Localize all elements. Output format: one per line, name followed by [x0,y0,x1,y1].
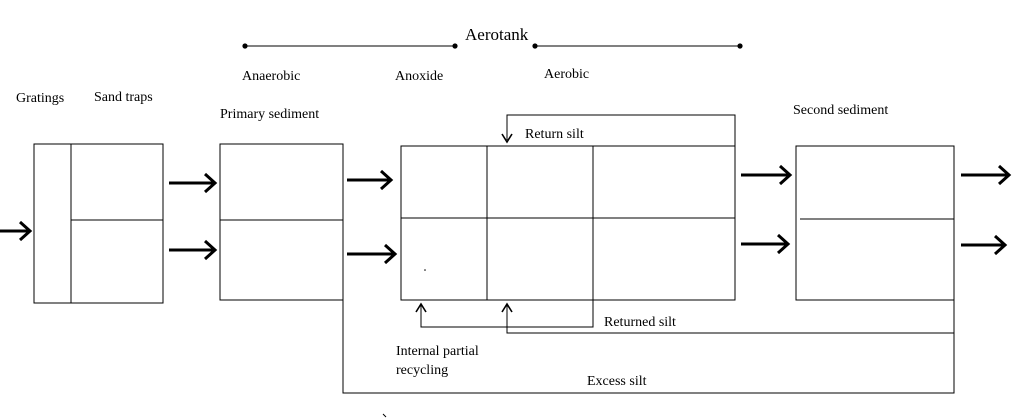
bracket-dot-4 [737,43,743,49]
arrow-to-second-upper [741,164,793,186]
bracket-dot-1 [242,43,248,49]
internal-recycling-arrowhead [415,302,427,313]
bracket-dot-3 [532,43,538,49]
second-sediment-label: Second sediment [793,103,888,118]
anoxide-label: Anoxide [395,69,443,84]
outlet-arrow-upper [961,164,1012,186]
aerobic-label: Aerobic [544,67,589,82]
flow-arrows [0,164,1012,265]
primary-sediment-label: Primary sediment [220,107,319,122]
stray-mark [382,413,387,418]
second-sediment-box [795,145,955,301]
arrow-to-aerotank-lower [347,243,398,265]
excess-silt-label: Excess silt [587,374,647,389]
stray-dot [424,269,426,271]
aerotank-block [400,145,736,301]
gratings-sand-traps-block [33,143,164,304]
sand-traps-label: Sand traps [94,90,153,105]
aerotank-bracket [242,43,743,49]
excess-silt-line [342,300,955,394]
inlet-arrow [0,220,33,242]
anaerobic-label: Anaerobic [242,69,300,84]
arrow-to-aerotank-upper [347,169,394,191]
returned-silt-line [501,300,955,334]
arrow-to-primary-upper [169,172,218,194]
second-sediment-block [795,145,955,301]
gratings-label: Gratings [16,91,64,106]
return-silt-arrowhead [501,133,513,144]
aerotank-box [400,145,736,301]
bracket-dot-2 [452,43,458,49]
returned-silt-label: Returned silt [604,315,676,330]
return-silt-label: Return silt [525,127,584,142]
gratings-sand-traps-box [33,143,164,304]
arrow-to-second-lower [741,233,791,255]
internal-recycling-line [415,300,594,328]
aerotank-label: Aerotank [465,25,529,44]
primary-sediment-block [219,143,344,301]
outlet-arrow-lower [961,234,1008,256]
internal-recycling-label-line2: recycling [396,363,448,378]
return-silt-line [501,114,736,146]
internal-recycling-label-line1: Internal partial [396,344,479,359]
arrow-to-primary-lower [169,239,218,261]
returned-silt-arrowhead [501,302,513,313]
primary-sediment-box [219,143,344,301]
